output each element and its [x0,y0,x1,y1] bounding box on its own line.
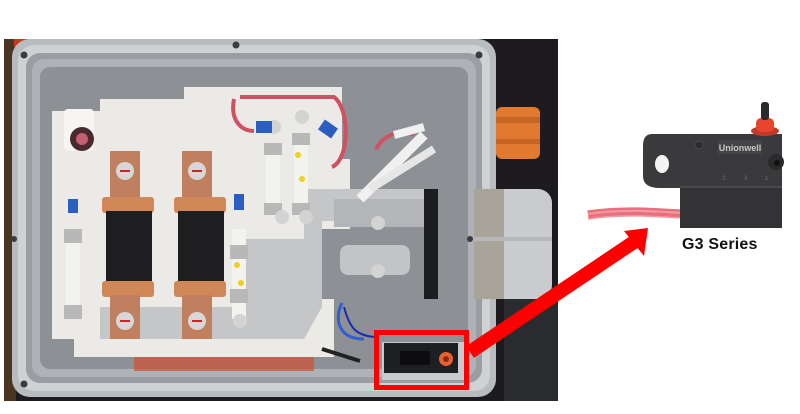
terminal-label: 2 [722,176,726,182]
product-caption: G3 Series [682,236,758,253]
product-image-g3-switch: Unionwell 2 3 1 [585,95,790,230]
terminal-label: 3 [744,176,748,182]
terminal-label: 1 [765,176,769,182]
brand-text: Unionwell [719,143,762,153]
junction-box-photo [4,39,558,401]
